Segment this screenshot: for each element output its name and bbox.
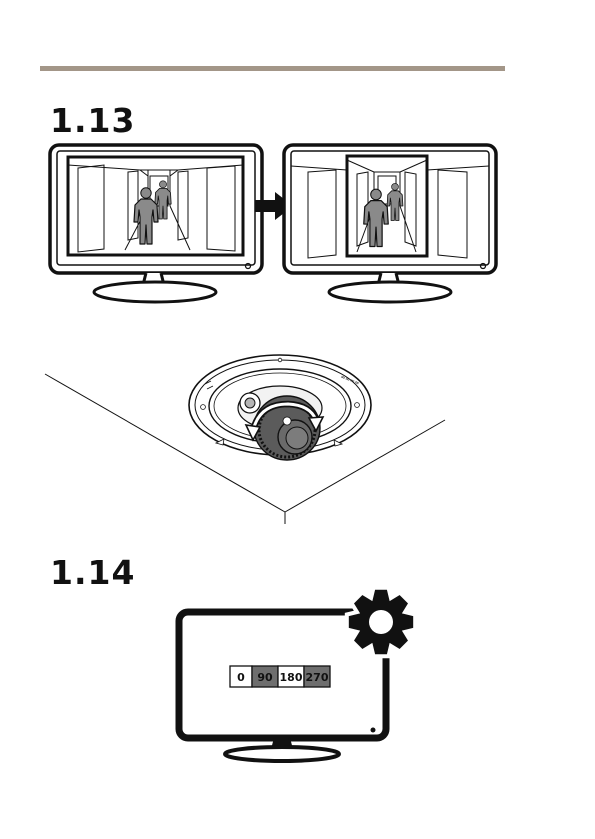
rotation-selector[interactable]: 0 90 180 270 [230, 666, 330, 687]
svg-text:270: 270 [306, 671, 329, 684]
svg-text:180: 180 [280, 671, 303, 684]
rotation-option-270[interactable]: 270 [304, 666, 330, 687]
rotation-option-90[interactable]: 90 [252, 666, 278, 687]
rotation-option-180[interactable]: 180 [278, 666, 304, 687]
svg-text:90: 90 [257, 671, 273, 684]
gear-icon [347, 588, 415, 656]
camera-view-full [68, 157, 243, 255]
svg-text:0: 0 [237, 671, 245, 684]
rotation-option-0[interactable]: 0 [230, 666, 252, 687]
